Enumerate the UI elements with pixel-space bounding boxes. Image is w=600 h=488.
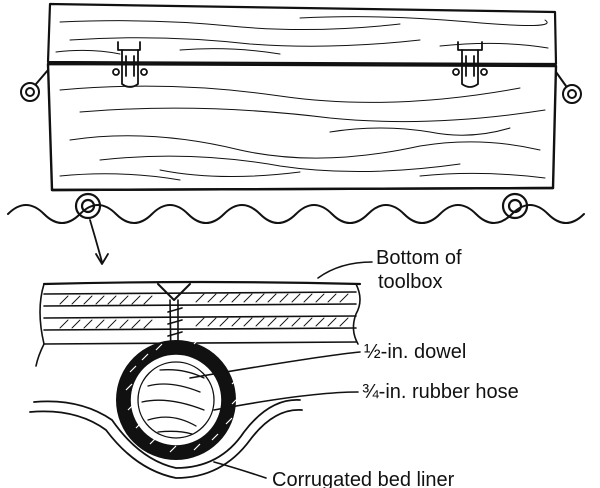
toolbox [20, 2, 582, 192]
detail-plywood-layers [35, 283, 361, 367]
leader-lines [189, 261, 373, 479]
label-rubber-hose: ¾-in. rubber hose [362, 381, 519, 403]
body-wood-grain [59, 85, 546, 181]
detail-bed-liner [29, 399, 303, 479]
detail-hatching [59, 293, 349, 329]
label-bottom-of-toolbox-line2: toolbox [378, 271, 443, 293]
left-latch [112, 41, 148, 88]
right-latch [452, 41, 488, 88]
toolbox-body [46, 62, 558, 192]
screw-head [157, 283, 191, 301]
left-handle [20, 69, 49, 102]
toolbox-base [50, 186, 555, 192]
leader-hose [213, 391, 359, 411]
detail-callout-arrow [89, 219, 109, 265]
label-corrugated-bed-liner: Corrugated bed liner [272, 469, 455, 488]
label-dowel: ½-in. dowel [364, 341, 466, 363]
leader-dowel [189, 351, 361, 379]
corrugated-bed-liner-profile [7, 204, 585, 224]
leader-bottom-of-toolbox [317, 261, 373, 279]
dowel-cross-section [137, 361, 215, 439]
label-bottom-of-toolbox-line1: Bottom of [376, 247, 462, 269]
right-handle [555, 71, 582, 104]
lid-wood-grain [55, 16, 549, 55]
leader-liner [213, 461, 267, 479]
detail-box-bottom-top [42, 280, 362, 286]
toolbox-lid [46, 2, 558, 66]
detail-view [29, 280, 362, 479]
